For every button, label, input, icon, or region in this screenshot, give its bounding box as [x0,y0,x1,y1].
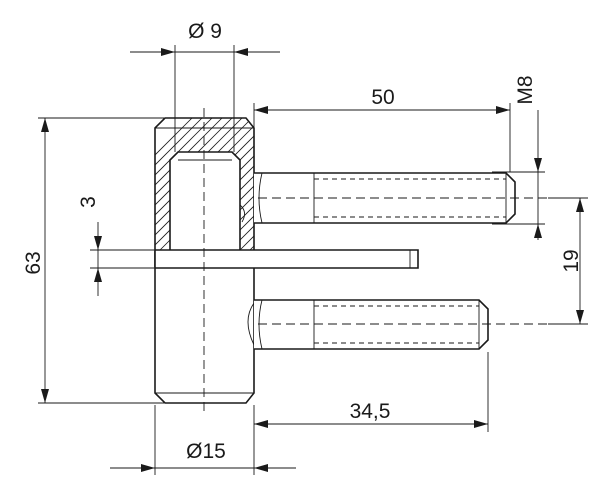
label-total-height: 63 [22,251,45,274]
dimension-thread [492,110,545,240]
dimension-body-diameter [110,405,296,475]
label-plate-thickness: 3 [77,196,100,208]
label-bolt-distance: 19 [560,249,583,272]
pin-bore [169,151,245,250]
hinge-plate [154,249,419,269]
label-body-diameter: Ø15 [186,440,226,463]
center-lines [203,108,548,412]
dimension-pin-spacing [253,103,511,172]
dimension-lower-length [253,352,489,432]
lower-threaded-pin [254,299,489,350]
dimension-total-height [38,117,164,404]
dimension-bolt-distance [548,197,588,325]
dimension-pin-diameter [130,45,280,152]
dimension-plate-thickness [90,222,154,296]
label-pin-diameter: Ø 9 [188,20,222,43]
label-pin-spacing: 50 [371,86,394,109]
body-relief [247,302,255,346]
label-thread: M8 [514,75,537,104]
label-lower-length: 34,5 [350,400,391,423]
